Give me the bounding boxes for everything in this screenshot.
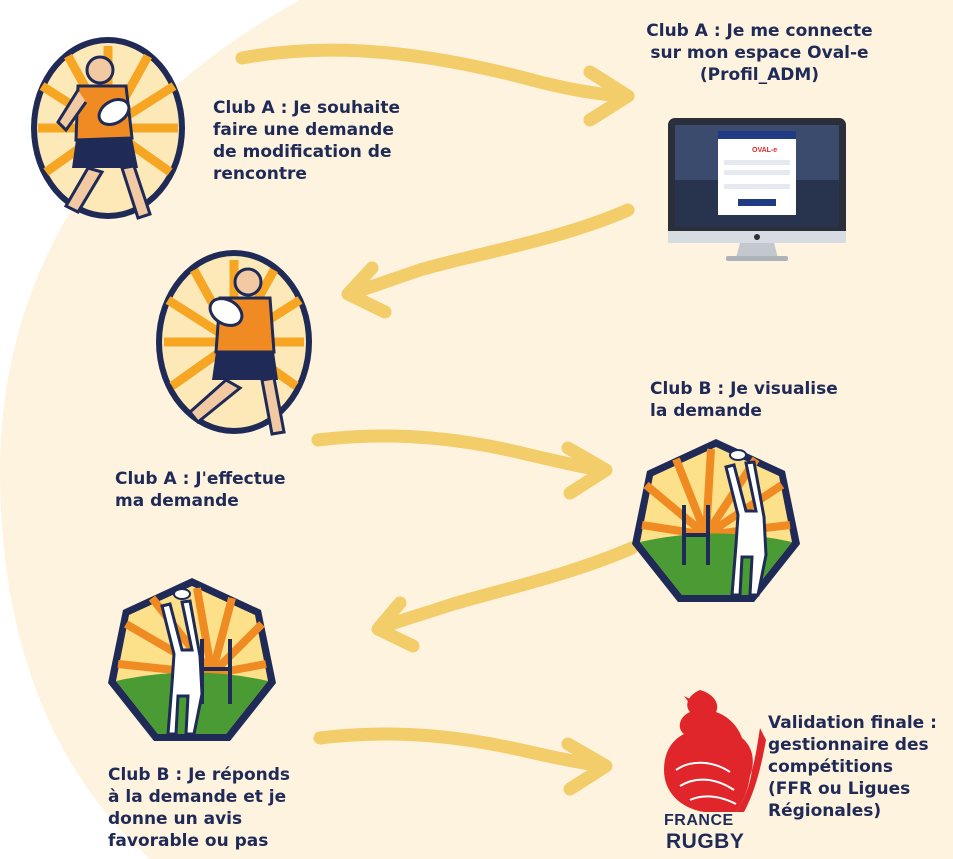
arrow-1: [235, 43, 635, 127]
step-club-b-view-label: Club B : Je visualise la demande: [650, 379, 838, 421]
step-club-a-connect-label: Club A : Je me connecte sur mon espace O…: [646, 21, 873, 85]
step-final-validation-label: Validation finale : gestionnaire des com…: [768, 713, 937, 821]
step-club-b-reply-label: Club B : Je réponds à la demande et je d…: [108, 765, 291, 851]
arrow-5: [313, 727, 613, 796]
step-club-a-submit-label: Club A : J'effectue ma demande: [115, 469, 286, 511]
logo-text-france: FRANCE: [664, 812, 734, 829]
computer-monitor-icon: OVAL-e: [668, 118, 846, 261]
step-club-a-wish-label: Club A : Je souhaite faire une demande d…: [213, 98, 401, 184]
rugby-runner-icon: [156, 250, 312, 436]
logo-text-rugby: RUGBY: [666, 830, 745, 853]
arrow-4: [371, 541, 639, 653]
arrow-3: [311, 429, 613, 500]
rugby-lineout-icon: [108, 578, 276, 741]
rugby-lineout-icon: [632, 439, 800, 602]
screen-brand-text: OVAL-e: [752, 147, 777, 154]
rugby-runner-icon: [31, 37, 185, 220]
france-rugby-rooster-logo: [664, 690, 766, 812]
arrow-2: [341, 203, 635, 319]
